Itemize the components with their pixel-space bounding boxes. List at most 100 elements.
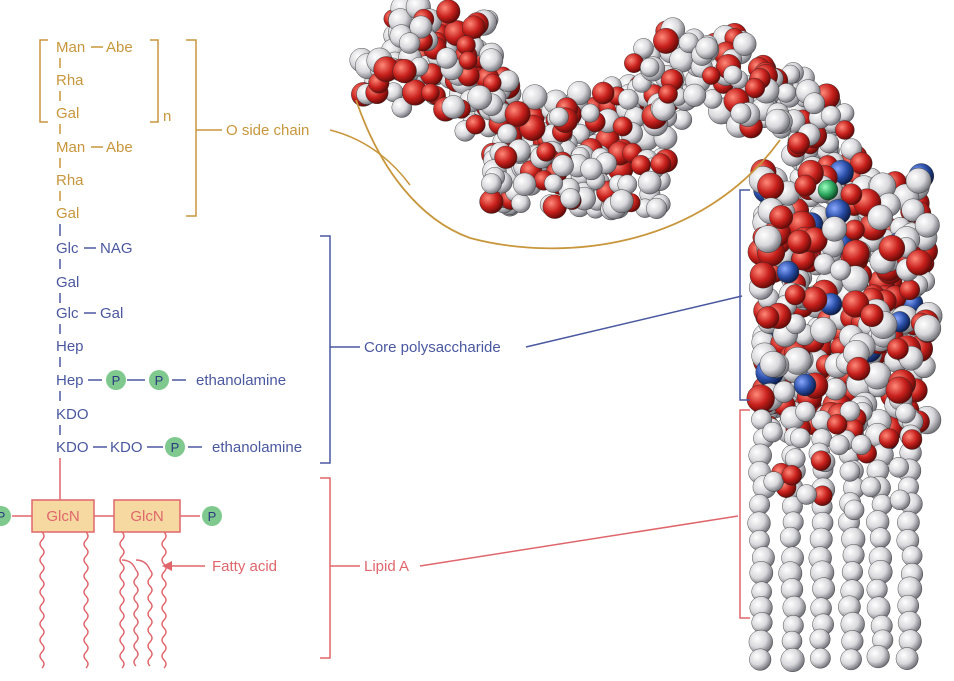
- repeat-bracket-left: [39, 39, 48, 123]
- hydrogen-atom: [780, 648, 805, 673]
- oxygen-atom: [901, 429, 923, 450]
- hydrogen-atom: [869, 527, 891, 549]
- hydrogen-atom: [830, 259, 851, 281]
- oxygen-atom: [878, 428, 900, 449]
- phosphate-icon: [165, 437, 185, 457]
- phosphate-label: P: [112, 373, 121, 388]
- lipid-a-model-bracket: [739, 409, 750, 619]
- o-chain-callout: [329, 129, 411, 186]
- oxygen-atom: [392, 58, 417, 84]
- hydrogen-atom: [580, 103, 600, 123]
- fatty-acid-chains: [39, 531, 167, 669]
- oxygen-atom: [826, 414, 848, 435]
- sugar-gal: Gal: [56, 205, 79, 222]
- arrow-head-icon: [162, 561, 172, 571]
- ethanolamine-label: ethanolamine: [212, 439, 302, 456]
- hydrogen-atom: [730, 102, 752, 124]
- sugar-gal: Gal: [56, 274, 79, 291]
- oxygen-atom: [504, 101, 531, 127]
- sugar-glcn: GlcN: [46, 508, 79, 525]
- hydrogen-atom: [795, 401, 816, 422]
- phosphate-icon: [202, 506, 222, 526]
- lipid-a-label: Lipid A: [364, 558, 409, 575]
- sugar-kdo: KDO: [110, 439, 143, 456]
- hydrogen-atom: [646, 197, 668, 219]
- space-filling-molecule-model: [349, 0, 943, 673]
- hydrogen-atom: [749, 561, 774, 585]
- hydrogen-atom: [549, 107, 569, 127]
- sugar-man: Man: [56, 39, 85, 56]
- hydrogen-atom: [895, 402, 916, 424]
- hydrogen-atom: [914, 212, 940, 238]
- hydrogen-atom: [481, 173, 502, 194]
- oxygen-atom: [746, 384, 775, 413]
- sugar-nag: NAG: [100, 240, 133, 257]
- phosphate-label: P: [155, 373, 164, 388]
- sugar-glc: Glc: [56, 305, 79, 322]
- hydrogen-atom: [441, 95, 466, 119]
- sugar-man: Man: [56, 139, 85, 156]
- lipid-a-callout: [419, 515, 739, 567]
- hydrogen-atom: [512, 172, 537, 196]
- oxygen-atom: [794, 174, 817, 197]
- sugar-glcn: GlcN: [130, 508, 163, 525]
- hydrogen-atom: [796, 484, 817, 505]
- hydrogen-atom: [479, 48, 504, 72]
- oxygen-atom: [421, 83, 440, 102]
- phosphorus-atom: [817, 179, 839, 201]
- fatty-acid-label: Fatty acid: [212, 558, 277, 575]
- phosphate-icon: [0, 506, 11, 526]
- fatty-acid-branch: [121, 559, 137, 571]
- oxygen-atom: [749, 262, 777, 289]
- oxygen-atom: [592, 81, 615, 105]
- hydrogen-atom: [580, 157, 603, 181]
- hydrogen-atom: [901, 198, 925, 222]
- hydrogen-atom: [610, 189, 634, 214]
- oxygen-atom: [458, 51, 478, 70]
- hydrogen-atom: [544, 173, 563, 193]
- oxygen-atom: [846, 356, 871, 381]
- oxygen-atom: [787, 229, 812, 254]
- phosphate-icon: [106, 370, 126, 390]
- phosphate-label: P: [0, 509, 5, 524]
- hydrogen-atom: [810, 317, 837, 344]
- hydrogen-atom: [732, 32, 757, 56]
- oxygen-atom: [744, 77, 765, 99]
- o-chain-model-bracket: [355, 99, 781, 250]
- repeat-bracket-right: [150, 39, 159, 123]
- oxygen-atom: [436, 0, 461, 24]
- oxygen-atom: [612, 116, 633, 137]
- oxygen-atom: [850, 152, 873, 175]
- hydrogen-atom: [824, 377, 847, 401]
- hydrogen-atom: [840, 648, 862, 671]
- hydrogen-atom: [765, 108, 790, 134]
- hydrogen-atom: [790, 427, 811, 449]
- oxygen-atom: [650, 153, 672, 175]
- hydrogen-atom: [551, 154, 574, 177]
- hydrogen-atom: [751, 612, 773, 634]
- sugar-glc: Glc: [56, 240, 79, 257]
- oxygen-atom: [878, 234, 906, 262]
- sugar-gal: Gal: [100, 305, 123, 322]
- hydrogen-atom: [913, 314, 942, 342]
- oxygen-atom: [482, 73, 502, 93]
- hydrogen-atom: [763, 471, 784, 492]
- hydrogen-atom: [843, 499, 865, 521]
- hydrogen-atom: [754, 225, 782, 253]
- fatty-acid-chain: [39, 531, 45, 669]
- o-side-chain: n Man Abe Rha Gal Man Abe Rha Gal O side…: [39, 39, 781, 250]
- oxygen-atom: [844, 219, 865, 241]
- oxygen-atom: [658, 84, 678, 104]
- hydrogen-atom: [723, 65, 743, 85]
- core-model-bracket: [739, 189, 750, 401]
- o-chain-brace: [186, 39, 197, 217]
- oxygen-atom: [840, 183, 863, 206]
- hydrogen-atom: [762, 422, 783, 443]
- hydrogen-atom: [560, 188, 581, 209]
- oxygen-atom: [756, 306, 780, 329]
- nitrogen-atom: [776, 260, 800, 284]
- hydrogen-atom: [567, 81, 592, 106]
- ethanolamine-label: ethanolamine: [196, 372, 286, 389]
- oxygen-atom: [757, 172, 785, 200]
